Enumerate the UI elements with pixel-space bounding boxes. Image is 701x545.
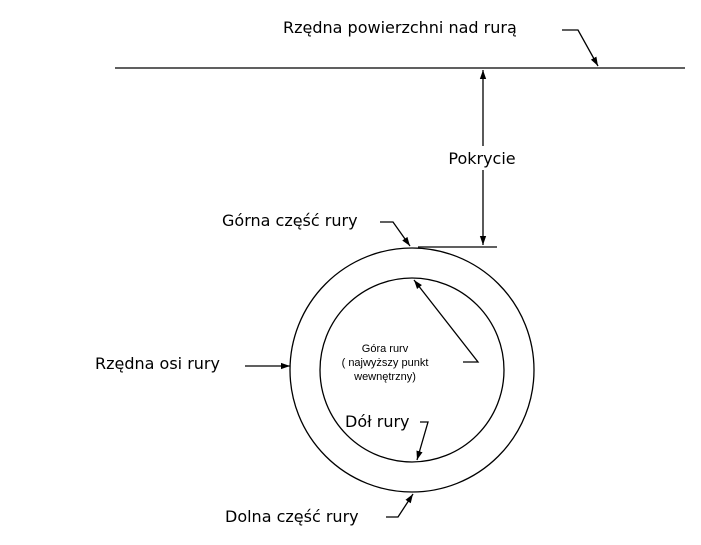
crown-label-line1: Góra rurv [362, 343, 409, 355]
crown-label-line3: wewnętrzny) [353, 371, 416, 383]
invert-leader [416, 421, 429, 461]
pipe-top-outer-label: Górna część rury [222, 211, 358, 230]
pipe-bottom-outer-label: Dolna część rury [225, 507, 359, 526]
pipe-inner-wall [319, 277, 505, 463]
pipe-bottom-outer-leader [386, 493, 414, 518]
pipe-axis-elevation-label: Rzędna osi rury [95, 354, 220, 373]
cover-label: Pokrycie [448, 149, 515, 168]
crown-label-line2: ( najwyższy punkt [342, 357, 429, 369]
invert-label: Dół rury [345, 412, 410, 431]
pipe-top-outer-leader [380, 221, 411, 247]
pipe-outer-wall [289, 247, 535, 493]
crown-radius-leader [413, 279, 480, 363]
cover-label-background [440, 146, 524, 170]
surface-elevation-leader [562, 29, 599, 67]
surface-elevation-label: Rzędna powierzchni nad rurą [283, 18, 517, 37]
